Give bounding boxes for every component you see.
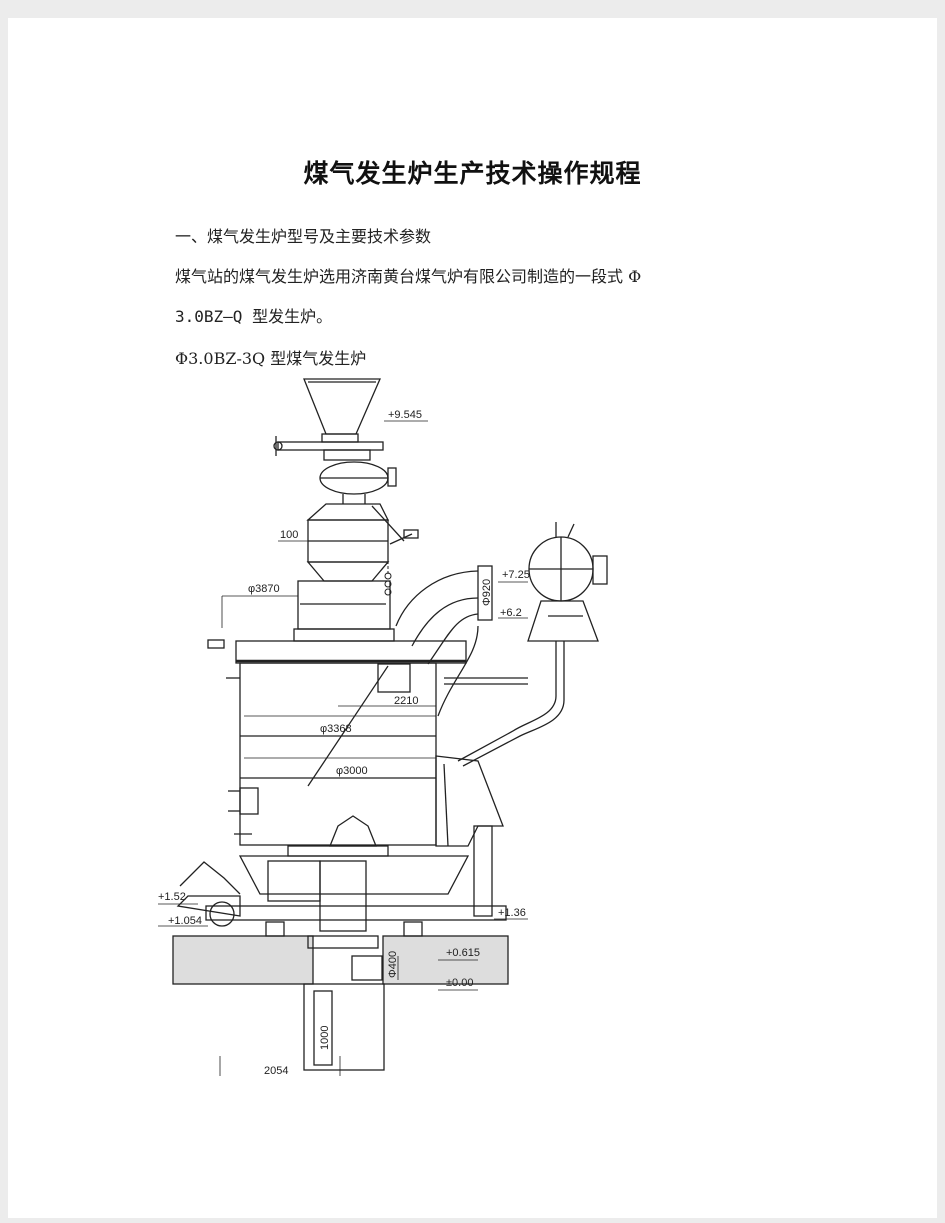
coal-hopper [303, 378, 381, 443]
label-dim-1000: 1000 [319, 1026, 331, 1050]
paragraph-line-1: 煤气站的煤气发生炉选用济南黄台煤气炉有限公司制造的一段式 Φ [175, 267, 642, 286]
foundation [172, 901, 509, 985]
feed-pipe [273, 436, 384, 461]
upper-drum [319, 461, 397, 504]
side-nozzle [228, 787, 259, 835]
steam-drum [527, 522, 608, 642]
label-dim-100: 100 [280, 529, 298, 541]
label-elev-0615: +0.615 [446, 947, 480, 959]
label-dia-920: Φ920 [481, 579, 493, 606]
label-elev-725: +7.25 [502, 569, 530, 581]
section-heading: 一、煤气发生炉型号及主要技术参数 [175, 227, 432, 246]
water-jacket [435, 755, 504, 917]
water-pipe [444, 641, 565, 767]
gas-outlet-pipe [395, 565, 493, 717]
grate-ash-pan [176, 815, 470, 932]
label-dia-400: Φ400 [387, 951, 399, 978]
ash-pit [303, 955, 385, 1071]
document-title: 煤气发生炉生产技术操作规程 [303, 159, 642, 188]
label-dia-3368: φ3368 [320, 723, 352, 735]
document-page: 煤气发生炉生产技术操作规程 一、煤气发生炉型号及主要技术参数 煤气站的煤气发生炉… [8, 18, 937, 1218]
paragraph-line-2: 3.0BZ—Q 型发生炉。 [175, 307, 333, 326]
label-elev-152: +1.52 [158, 891, 186, 903]
main-vessel [207, 639, 467, 846]
label-elev-000: ±0.00 [446, 977, 473, 989]
label-elev-top: +9.545 [388, 409, 422, 421]
label-dim-2210: 2210 [394, 695, 418, 707]
label-elev-1054: +1.054 [168, 915, 202, 927]
label-dia-3870: φ3870 [248, 583, 280, 595]
label-dim-2054: 2054 [264, 1065, 288, 1076]
label-elev-136: +1.36 [498, 907, 526, 919]
upper-shell [293, 580, 395, 642]
label-elev-62: +6.2 [500, 607, 522, 619]
figure-caption: Φ3.0BZ-3Q 型煤气发生炉 [175, 349, 367, 368]
label-dia-3000: φ3000 [336, 765, 368, 777]
gasifier-drawing: +9.545 100 φ3870 +7.25 +6.2 Φ920 2210 φ3… [138, 366, 618, 1084]
cone-section [306, 503, 419, 582]
